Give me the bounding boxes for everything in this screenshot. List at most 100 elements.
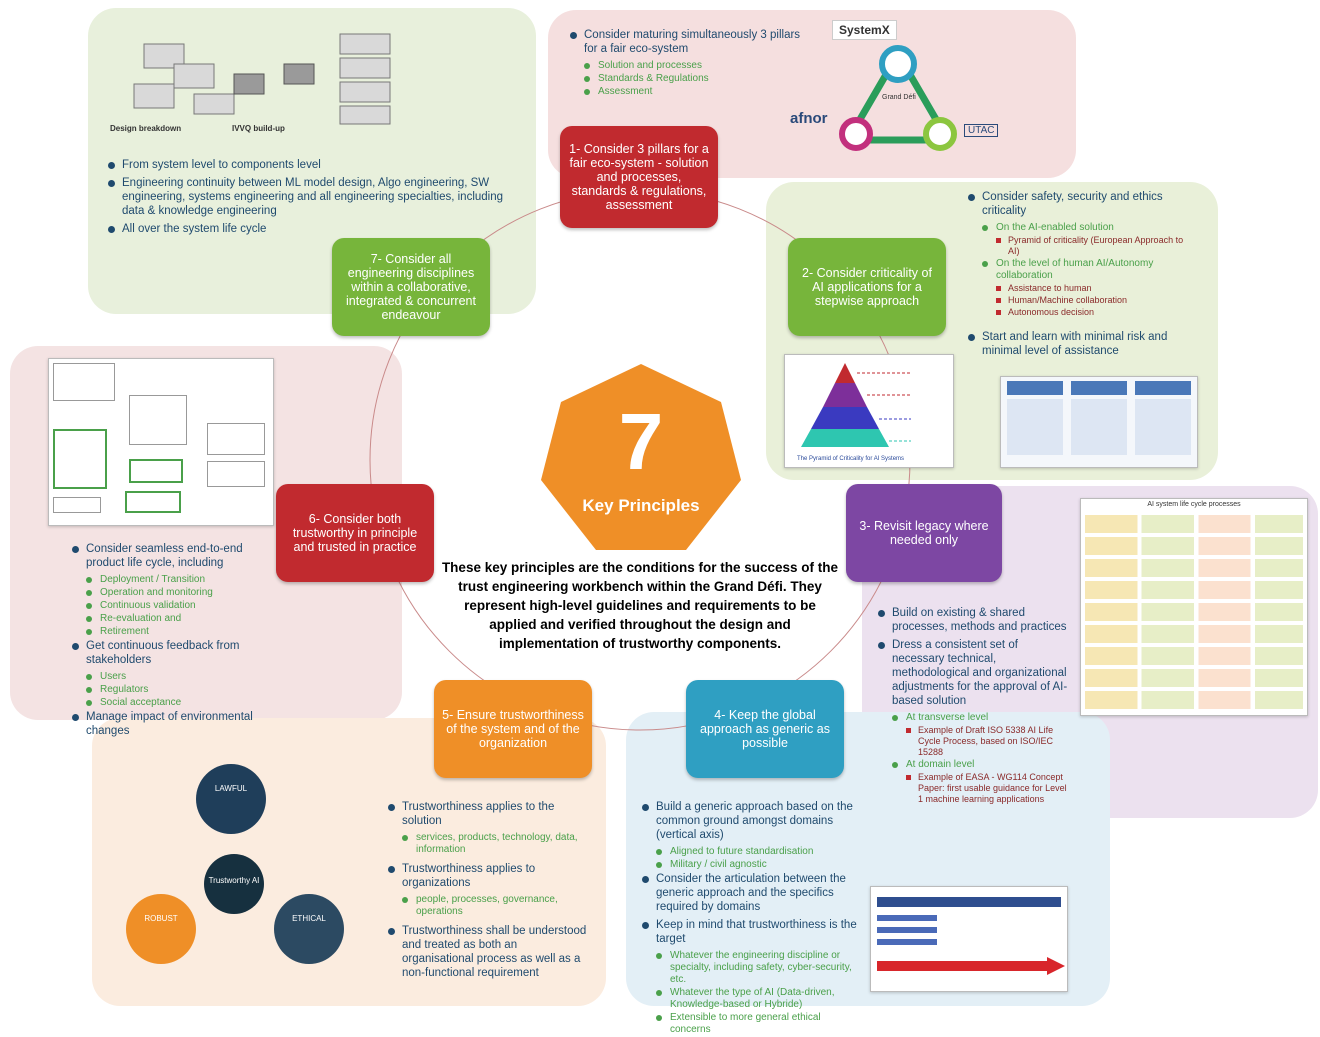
bullet: Start and learn with minimal risk and mi…	[966, 330, 1192, 358]
sub-bullet: Extensible to more general ethical conce…	[640, 1012, 860, 1036]
robust-circle: ROBUST	[126, 894, 196, 964]
autonomy-levels-table	[1000, 376, 1198, 468]
principle-5-list: Trustworthiness applies to the solution …	[386, 800, 590, 984]
principle-node-1: 1- Consider 3 pillars for a fair eco-sys…	[560, 126, 718, 228]
figure-arrow	[877, 961, 1047, 971]
bullet: Keep in mind that trustworthiness is the…	[640, 918, 860, 946]
figure-bar	[877, 939, 937, 945]
center-description: These key principles are the conditions …	[441, 560, 839, 651]
sub-bullet: Re-evaluation and	[70, 613, 266, 625]
sub-bullet: Operation and monitoring	[70, 587, 266, 599]
principle-node-3: 3- Revisit legacy where needed only	[846, 484, 1002, 582]
robust-label: ROBUST	[144, 914, 178, 923]
sub-sub-bullet: Assistance to human	[966, 283, 1192, 294]
sub-sub-bullet: Pyramid of criticality (European Approac…	[966, 235, 1192, 257]
bullet: From system level to components level	[106, 158, 518, 172]
criticality-pyramid: The Pyramid of Criticality for AI System…	[784, 354, 954, 468]
sub-bullet: Assessment	[568, 86, 808, 98]
principle-node-7: 7- Consider all engineering disciplines …	[332, 238, 490, 336]
sub-sub-bullet: Example of Draft ISO 5338 AI Life Cycle …	[876, 725, 1072, 758]
cycle-triangle	[839, 45, 957, 151]
level-3-header	[1135, 381, 1191, 395]
principle-node-5: 5- Ensure trustworthiness of the system …	[434, 680, 592, 778]
sub-bullet: people, processes, governance, operation…	[386, 894, 590, 918]
figure-arrow-head	[1047, 957, 1065, 975]
grand-defi-label: Grand Défi	[882, 94, 916, 101]
sub-bullet: On the AI-enabled solution	[966, 222, 1192, 234]
stage-box	[53, 363, 115, 401]
sub-bullet: Solution and processes	[568, 60, 808, 72]
bullet: Engineering continuity between ML model …	[106, 176, 518, 218]
life-cycle-processes-figure: AI system life cycle processes	[1080, 498, 1308, 716]
sub-bullet: Aligned to future standardisation	[640, 846, 860, 858]
sub-bullet: services, products, technology, data, in…	[386, 832, 590, 856]
principle-3-list: Build on existing & shared processes, me…	[876, 606, 1072, 806]
stage-box	[207, 461, 265, 487]
figure-bar	[877, 915, 937, 921]
figure-bar	[877, 927, 937, 933]
principle-node-4: 4- Keep the global approach as generic a…	[686, 680, 844, 778]
bullet: Consider the articulation between the ge…	[640, 872, 860, 914]
sub-bullet: Social acceptance	[70, 697, 266, 709]
bullet: Dress a consistent set of necessary tech…	[876, 638, 1072, 708]
life-cycle-stages-figure	[48, 358, 274, 526]
principle-6-list: Consider seamless end-to-end product lif…	[70, 542, 266, 742]
sub-bullet: On the level of human AI/Autonomy collab…	[966, 258, 1192, 282]
principle-node-2: 2- Consider criticality of AI applicatio…	[788, 238, 946, 336]
cube-stacks	[133, 33, 391, 125]
stage-box	[53, 497, 101, 513]
sub-bullet: Regulators	[70, 684, 266, 696]
principle-4-list: Build a generic approach based on the co…	[640, 800, 860, 1037]
principle-node-6: 6- Consider both trustworthy in principl…	[276, 484, 434, 582]
level-1-cell	[1007, 399, 1063, 455]
trustworthy-ai-diagram: LAWFUL Trustworthy AI ROBUST ETHICAL	[124, 760, 374, 990]
sub-bullet: Retirement	[70, 626, 266, 638]
lawful-label: LAWFUL	[214, 784, 248, 793]
bullet: Get continuous feedback from stakeholder…	[70, 639, 266, 667]
bullet: Consider seamless end-to-end product lif…	[70, 542, 266, 570]
stage-box	[129, 459, 183, 483]
ethical-circle: ETHICAL	[274, 894, 344, 964]
bullet: Manage impact of environmental changes	[70, 710, 266, 738]
pyramid-caption: The Pyramid of Criticality for AI System…	[797, 456, 905, 462]
bullet: Consider maturing simultaneously 3 pilla…	[568, 28, 808, 56]
bullet: Trustworthiness applies to organizations	[386, 862, 590, 890]
bullet: Consider safety, security and ethics cri…	[966, 190, 1192, 218]
stage-box	[207, 423, 265, 455]
center-circle-label: Trustworthy AI	[208, 876, 260, 885]
generic-approach-figure	[870, 886, 1068, 992]
principle-2-list: Consider safety, security and ethics cri…	[966, 190, 1192, 362]
bullet: Trustworthiness applies to the solution	[386, 800, 590, 828]
sub-sub-bullet: Example of EASA - WG114 Concept Paper: f…	[876, 772, 1072, 805]
bullet: Build on existing & shared processes, me…	[876, 606, 1072, 634]
center-heptagon	[541, 364, 741, 550]
stage-box	[129, 395, 187, 445]
sub-sub-bullet: Human/Machine collaboration	[966, 295, 1192, 306]
figure-title: AI system life cycle processes	[1147, 501, 1241, 508]
level-2-cell	[1071, 399, 1127, 455]
sub-sub-bullet: Autonomous decision	[966, 307, 1192, 318]
breakdown-diagram: Design breakdown IVVQ build-up	[104, 14, 514, 144]
sub-bullet: Standards & Regulations	[568, 73, 808, 85]
afnor-logo: afnor	[790, 110, 828, 127]
figure-header-bar	[877, 897, 1061, 907]
sub-bullet: At transverse level	[876, 712, 1072, 724]
level-1-header	[1007, 381, 1063, 395]
bullet: Trustworthiness shall be understood and …	[386, 924, 590, 980]
ivvq-caption: IVVQ build-up	[232, 124, 285, 133]
stage-box	[53, 429, 107, 489]
center-label: Key Principles	[582, 496, 700, 515]
level-2-header	[1071, 381, 1127, 395]
sub-bullet: Continuous validation	[70, 600, 266, 612]
stage-box	[125, 491, 181, 513]
sub-bullet: Deployment / Transition	[70, 574, 266, 586]
bullet: All over the system life cycle	[106, 222, 518, 236]
eco-system-diagram: SystemX Grand Défi afnor UTAC	[760, 14, 1060, 164]
utac-logo: UTAC	[964, 124, 999, 137]
pyramid-graphic	[801, 363, 911, 447]
center-number: 7	[618, 397, 664, 486]
sub-bullet: Whatever the type of AI (Data-driven, Kn…	[640, 987, 860, 1011]
principle-1-list: Consider maturing simultaneously 3 pilla…	[568, 28, 808, 99]
principle-7-list: From system level to components level En…	[106, 158, 518, 240]
bullet: Build a generic approach based on the co…	[640, 800, 860, 842]
